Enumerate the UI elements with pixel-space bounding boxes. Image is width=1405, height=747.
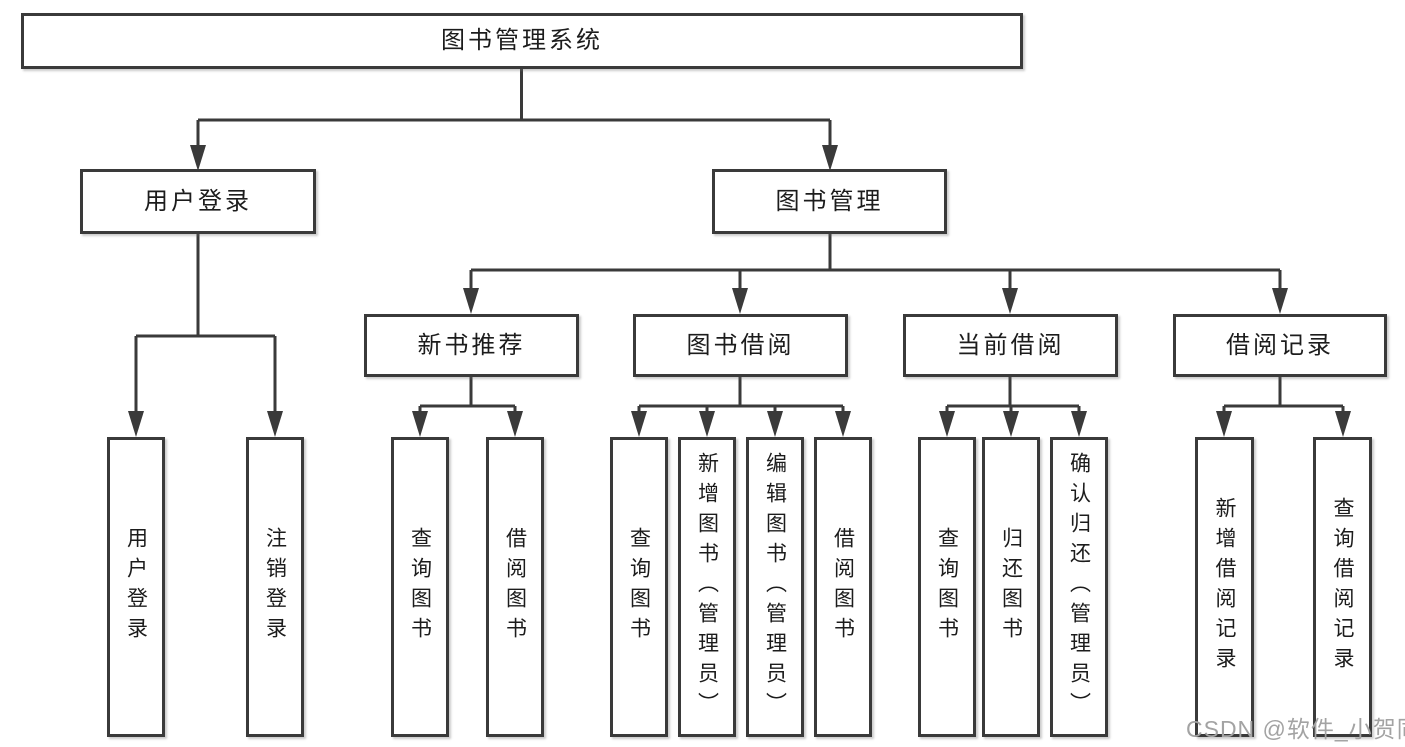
leaf-borrow-books: 借阅图书 (814, 437, 872, 737)
leaf-add-books-admin: 新增图书（管理员） (678, 437, 736, 737)
arrow-down-icon (1272, 288, 1288, 314)
arrow-down-icon (463, 288, 479, 314)
leaf-add-borrow-record: 新增借阅记录 (1195, 437, 1254, 737)
arrow-down-icon (190, 145, 206, 171)
leaf-confirm-return-admin: 确认归还（管理员） (1050, 437, 1108, 737)
node-new-book-recommendation: 新书推荐 (364, 314, 579, 377)
arrow-down-icon (267, 411, 283, 437)
connector-records-to-leaves (1222, 377, 1345, 415)
arrow-down-icon (128, 411, 144, 437)
arrow-down-icon (835, 411, 851, 437)
node-book-management: 图书管理 (712, 169, 947, 234)
leaf-return-books: 归还图书 (982, 437, 1040, 737)
arrow-down-icon (822, 145, 838, 171)
arrow-down-icon (412, 411, 428, 437)
arrow-down-icon (1071, 411, 1087, 437)
arrowheads (128, 145, 1351, 437)
arrow-down-icon (939, 411, 955, 437)
leaf-query-borrow-record: 查询借阅记录 (1313, 437, 1372, 737)
connector-userlogin-to-leaves (134, 234, 277, 415)
connector-currentborrow-to-leaves (945, 377, 1081, 415)
arrow-down-icon (631, 411, 647, 437)
arrow-down-icon (767, 411, 783, 437)
arrow-down-icon (699, 411, 715, 437)
leaf-query-books-recommend: 查询图书 (391, 437, 449, 737)
leaf-edit-books-admin: 编辑图书（管理员） (746, 437, 804, 737)
node-book-management-system: 图书管理系统 (21, 13, 1023, 69)
arrow-down-icon (1002, 288, 1018, 314)
csdn-watermark: CSDN @软件_小贺同学 (1186, 716, 1405, 742)
arrow-down-icon (507, 411, 523, 437)
arrow-down-icon (1335, 411, 1351, 437)
connector-newbook-to-leaves (418, 377, 517, 415)
connector-bookmgmt-to-level3 (469, 234, 1282, 292)
node-user-login: 用户登录 (80, 169, 316, 234)
arrow-down-icon (1003, 411, 1019, 437)
node-current-borrowing: 当前借阅 (903, 314, 1118, 377)
leaf-query-books-borrow: 查询图书 (610, 437, 668, 737)
connector-bookborrow-to-leaves (637, 377, 845, 415)
leaf-user-login: 用户登录 (107, 437, 165, 737)
leaf-query-books-current: 查询图书 (918, 437, 976, 737)
node-book-borrowing: 图书借阅 (633, 314, 848, 377)
arrow-down-icon (1216, 411, 1232, 437)
arrow-down-icon (732, 288, 748, 314)
connector-root-to-level2 (196, 68, 832, 148)
leaf-logout: 注销登录 (246, 437, 304, 737)
node-borrowing-records: 借阅记录 (1173, 314, 1387, 377)
leaf-borrow-books-recommend: 借阅图书 (486, 437, 544, 737)
